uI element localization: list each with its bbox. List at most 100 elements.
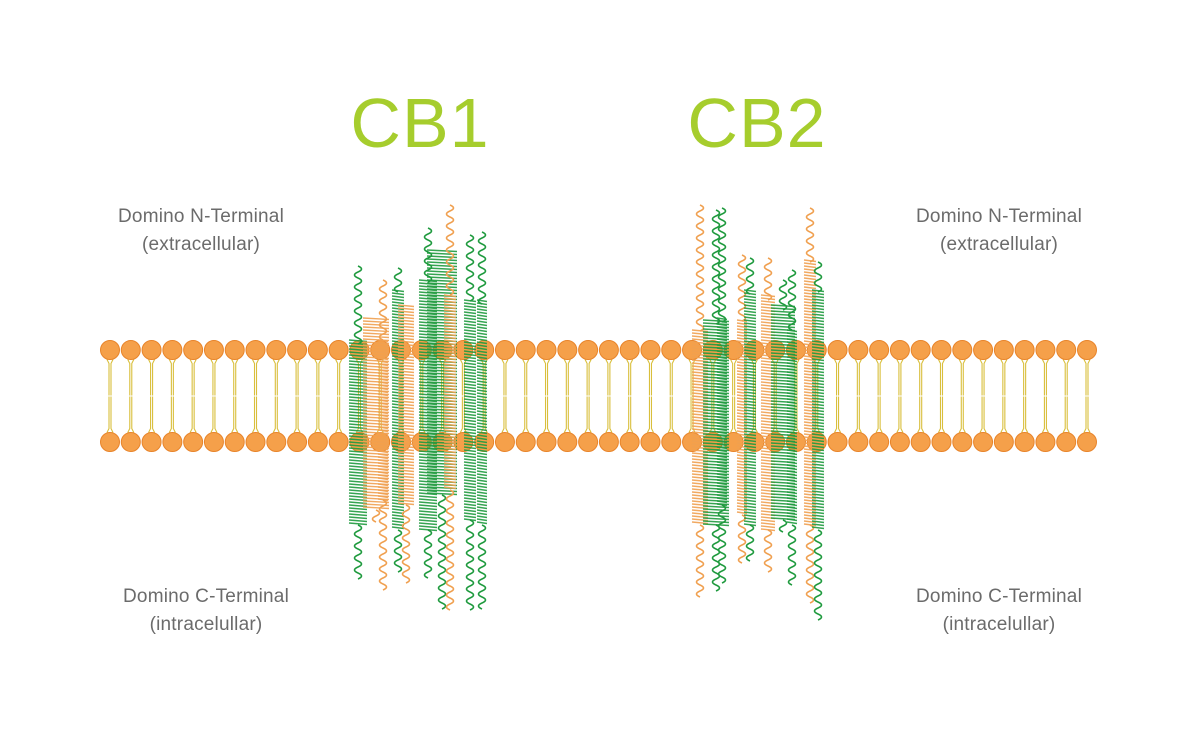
cb2-helix-7 bbox=[770, 279, 796, 533]
lipid-tail bbox=[962, 359, 966, 396]
lipid-tail bbox=[127, 359, 131, 396]
helix-strand bbox=[401, 504, 411, 584]
lipid-tail bbox=[730, 359, 734, 396]
lipid-tail bbox=[505, 359, 509, 396]
cb2-helix-6 bbox=[760, 257, 776, 573]
lipid-tail bbox=[917, 396, 921, 433]
lipid-tail bbox=[734, 359, 738, 396]
lipid-tail bbox=[148, 396, 152, 433]
lipid-tail bbox=[567, 396, 571, 433]
lipid-head bbox=[661, 340, 682, 360]
helix-strand bbox=[378, 279, 388, 341]
helix-strand bbox=[445, 489, 455, 611]
cb1-helix-2 bbox=[362, 317, 390, 523]
lipid-tail bbox=[335, 359, 339, 396]
lipid-tail bbox=[588, 396, 592, 433]
helix-coil bbox=[743, 289, 757, 527]
lipid-tail bbox=[941, 396, 945, 433]
lipid-tail bbox=[235, 396, 239, 433]
lipid-head bbox=[328, 432, 349, 452]
helix-coil bbox=[770, 304, 796, 521]
helix-coil bbox=[786, 329, 798, 525]
lipid-head bbox=[1035, 340, 1056, 360]
helix-strand bbox=[465, 519, 475, 611]
lipid-head bbox=[910, 340, 931, 360]
lipid-tail bbox=[730, 396, 734, 433]
lipid-tail bbox=[713, 396, 717, 433]
lipid-tail bbox=[630, 359, 634, 396]
lipid-tail bbox=[543, 396, 547, 433]
lipid-tail bbox=[439, 396, 443, 433]
lipid-head bbox=[1077, 340, 1097, 360]
lipid-head bbox=[266, 340, 287, 360]
lipid-head bbox=[973, 432, 994, 452]
lipid-tail bbox=[355, 396, 359, 433]
helix-coil bbox=[397, 304, 415, 506]
helix-strand bbox=[477, 524, 487, 610]
cb2-helix-3 bbox=[716, 207, 728, 584]
lipid-tail bbox=[526, 359, 530, 396]
lipid-tail bbox=[667, 396, 671, 433]
cb2-helix-5 bbox=[743, 257, 757, 562]
helix-coil bbox=[348, 339, 368, 526]
lipid-head bbox=[328, 340, 349, 360]
lipid-tail bbox=[293, 396, 297, 433]
lipid-head bbox=[869, 340, 890, 360]
lipid-head bbox=[183, 432, 204, 452]
lipid-tail bbox=[110, 359, 114, 396]
lipid-tail bbox=[609, 359, 613, 396]
cb2-helix-4 bbox=[736, 254, 748, 564]
lipid-tail bbox=[355, 359, 359, 396]
lipid-head bbox=[931, 340, 952, 360]
lipid-tail bbox=[1083, 359, 1087, 396]
lipid-head bbox=[224, 432, 245, 452]
lipid-tail bbox=[106, 396, 110, 433]
lipid-head bbox=[973, 340, 994, 360]
lipid-head bbox=[557, 432, 578, 452]
c-terminal-left-line1: Domino C-Terminal bbox=[123, 586, 289, 607]
lipid-tail bbox=[293, 359, 297, 396]
lipid-tail bbox=[314, 359, 318, 396]
lipid-head bbox=[640, 340, 661, 360]
lipid-head bbox=[619, 340, 640, 360]
lipid-tail bbox=[339, 359, 343, 396]
lipid-tail bbox=[193, 396, 197, 433]
lipid-tail bbox=[817, 396, 821, 433]
lipid-tail bbox=[526, 396, 530, 433]
helix-strand bbox=[813, 529, 823, 621]
lipid-tail bbox=[546, 396, 551, 433]
lipid-head bbox=[598, 340, 619, 360]
lipid-tail bbox=[858, 396, 862, 433]
lipid-tail bbox=[858, 359, 862, 396]
lipid-head bbox=[203, 432, 224, 452]
lipid-tail bbox=[563, 359, 567, 396]
lipid-head bbox=[993, 432, 1014, 452]
lipid-tail bbox=[771, 396, 775, 433]
lipid-head bbox=[889, 432, 910, 452]
lipid-heads bbox=[100, 340, 1097, 452]
lipid-tail bbox=[214, 396, 218, 433]
lipid-head bbox=[952, 432, 973, 452]
lipid-head bbox=[494, 340, 515, 360]
lipid-tail bbox=[937, 396, 942, 433]
cb1-helix-5 bbox=[397, 304, 415, 584]
cb2-title: CB2 bbox=[687, 84, 827, 162]
lipid-tail bbox=[127, 396, 131, 433]
lipid-head bbox=[162, 340, 183, 360]
helix-coil bbox=[702, 319, 730, 527]
lipid-tail bbox=[854, 359, 858, 396]
n-terminal-left-line1: Domino N-Terminal bbox=[118, 206, 284, 227]
lipid-tail bbox=[983, 359, 987, 396]
lipid-tail bbox=[709, 396, 713, 433]
lipid-tail bbox=[501, 359, 505, 396]
helix-strand bbox=[805, 207, 815, 263]
lipid-tail bbox=[979, 396, 983, 433]
lipid-tail bbox=[297, 396, 301, 433]
lipid-tail bbox=[605, 359, 609, 396]
helix-strand bbox=[778, 279, 788, 311]
lipid-head bbox=[1056, 340, 1077, 360]
lipid-head bbox=[910, 432, 931, 452]
lipid-tails bbox=[106, 359, 1091, 433]
lipid-tail bbox=[339, 396, 343, 433]
lipid-tail bbox=[626, 359, 630, 396]
